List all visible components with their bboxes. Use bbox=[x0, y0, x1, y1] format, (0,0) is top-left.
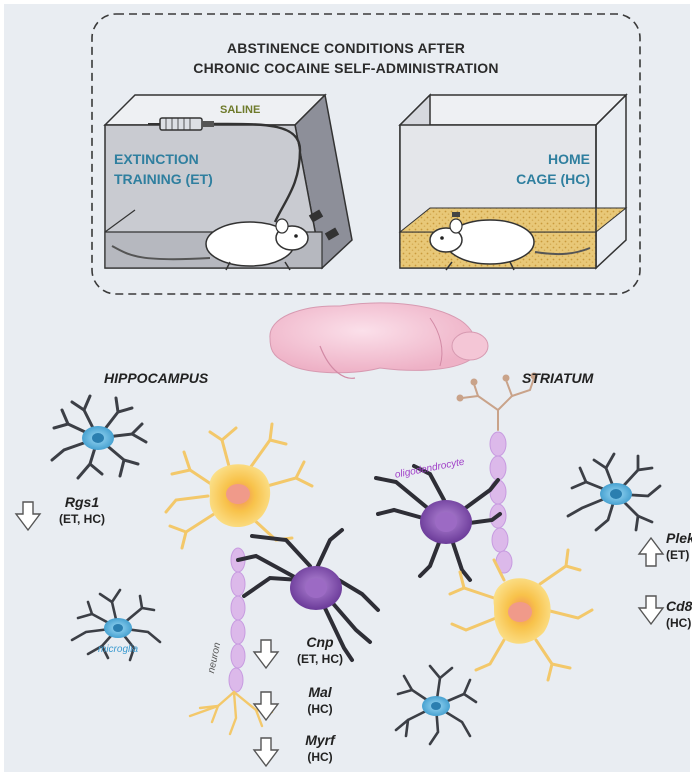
gene-cd86-conditions: (HC) bbox=[666, 616, 691, 630]
gene-mal-conditions: (HC) bbox=[290, 702, 350, 716]
et-label-line-1: EXTINCTION bbox=[114, 150, 199, 169]
gene-myrf-conditions: (HC) bbox=[290, 750, 350, 764]
gene-cnp-conditions: (ET, HC) bbox=[282, 652, 358, 666]
gene-mal: Mal bbox=[290, 684, 350, 700]
hc-label-line-2: CAGE (HC) bbox=[500, 170, 590, 189]
region-striatum: STRIATUM bbox=[522, 370, 593, 386]
microglia-label: microglia bbox=[98, 644, 138, 655]
gene-cd86: Cd86 bbox=[666, 598, 692, 614]
gene-rgs1: Rgs1 bbox=[52, 494, 112, 510]
gene-myrf: Myrf bbox=[290, 732, 350, 748]
title-line-1: ABSTINENCE CONDITIONS AFTER bbox=[0, 40, 692, 56]
gene-plek-conditions: (ET) bbox=[666, 548, 689, 562]
saline-label: SALINE bbox=[220, 104, 260, 116]
gene-cnp: Cnp bbox=[290, 634, 350, 650]
region-hippocampus: HIPPOCAMPUS bbox=[104, 370, 208, 386]
gene-rgs1-conditions: (ET, HC) bbox=[44, 512, 120, 526]
title-line-2: CHRONIC COCAINE SELF-ADMINISTRATION bbox=[0, 60, 692, 76]
gene-plek: Plek bbox=[666, 530, 692, 546]
et-label-line-2: TRAINING (ET) bbox=[114, 170, 213, 189]
hc-label-line-1: HOME bbox=[540, 150, 590, 169]
